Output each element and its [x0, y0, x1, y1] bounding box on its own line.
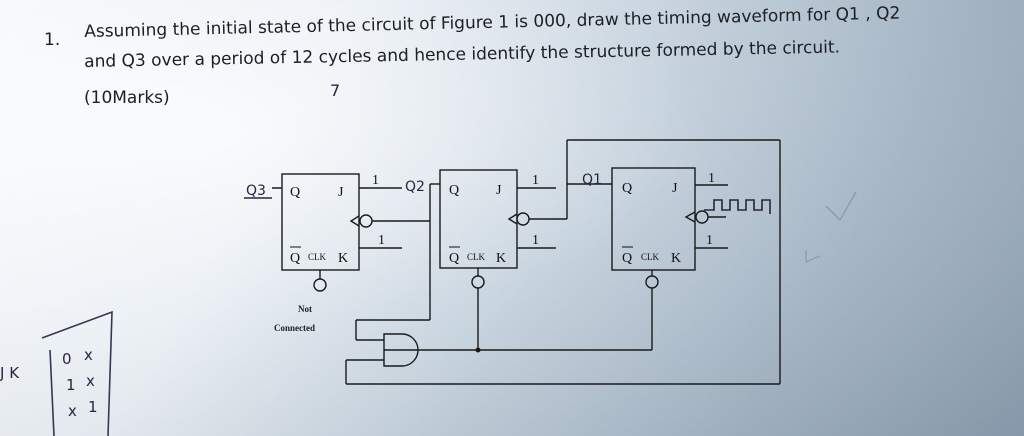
ff1-k-input: 1 [706, 233, 713, 248]
ff1-j-label: J [672, 181, 678, 196]
handwritten-checkmark [825, 191, 857, 222]
ff1-k-label: K [671, 251, 681, 266]
handwritten-table-border [41, 310, 113, 436]
ff2-qbar-label: Q [449, 251, 459, 266]
handwritten-cell: 0 [62, 350, 72, 368]
ff1-q-label: Q [622, 181, 632, 196]
handwritten-side-label: J K [0, 364, 20, 382]
handwritten-cell: x [84, 346, 93, 364]
not-connected-note-line1: Not [298, 304, 312, 314]
and-gate [383, 333, 419, 367]
ff3-k-label: K [338, 251, 348, 266]
ff3-j-label: J [338, 185, 344, 200]
ff1-clk-label: CLK [641, 252, 660, 262]
faint-pencil-mark [805, 250, 821, 264]
ff1-qbar-label: Q [622, 251, 632, 266]
ff2-clk-label: CLK [467, 252, 486, 262]
ff2-k-input: 1 [532, 233, 539, 248]
handwritten-clock-pulses [704, 199, 771, 214]
ff2-j-input: 1 [532, 173, 539, 188]
ff2-j-label: J [496, 183, 502, 198]
handwritten-q1-label: Q1 [582, 172, 602, 188]
handwritten-cell: 1 [66, 376, 76, 394]
ff3-qbar-label: Q [290, 251, 300, 266]
ff3-clk-label: CLK [308, 252, 327, 262]
ff3-k-input: 1 [378, 233, 385, 248]
flip-flop-q1 [611, 167, 696, 271]
ff1-j-input: 1 [708, 171, 715, 186]
ff2-q-label: Q [449, 183, 459, 198]
question-marks: (10Marks) [84, 88, 170, 108]
handwritten-seven: 7 [330, 81, 340, 100]
ff3-q-label: Q [290, 185, 300, 200]
ff2-k-label: K [496, 251, 506, 266]
ff3-j-input: 1 [372, 173, 379, 188]
handwritten-cell: x [86, 372, 95, 390]
handwritten-cell: x [68, 402, 77, 420]
not-connected-note-line2: Connected [274, 323, 315, 333]
handwritten-q3-label: Q3 [246, 183, 266, 199]
question-number: 1. [44, 30, 61, 50]
handwritten-cell: 1 [88, 398, 98, 416]
handwritten-q2-label: Q2 [405, 179, 425, 195]
